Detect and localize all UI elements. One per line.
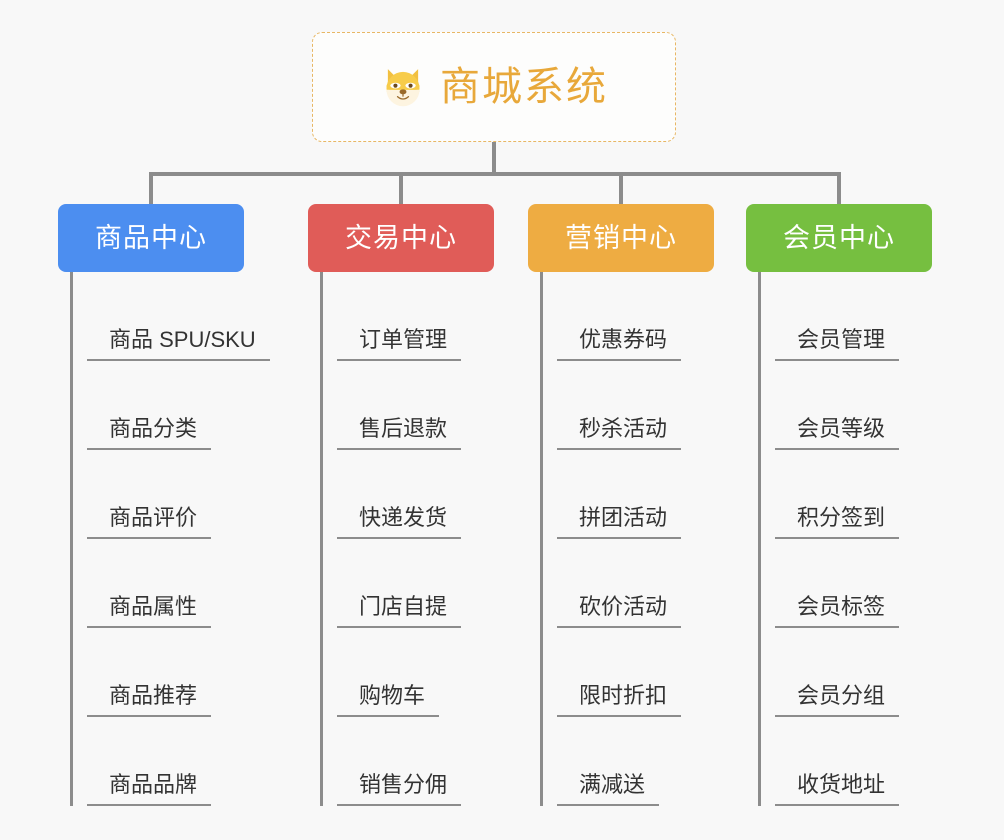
leaf-list-1: 订单管理 售后退款 快递发货 门店自提 购物车 销售分佣 bbox=[320, 272, 462, 806]
leaf-label: 门店自提 bbox=[359, 593, 448, 619]
leaf-item[interactable]: 售后退款 bbox=[337, 361, 462, 450]
leaf-label: 快递发货 bbox=[359, 504, 448, 530]
leaf-label: 秒杀活动 bbox=[579, 415, 668, 441]
leaf-item[interactable]: 优惠券码 bbox=[557, 272, 682, 361]
leaf-label: 会员管理 bbox=[797, 326, 886, 352]
leaf-item[interactable]: 商品属性 bbox=[87, 539, 270, 628]
connector-horizontal-bus bbox=[149, 172, 839, 176]
leaf-item[interactable]: 销售分佣 bbox=[337, 717, 462, 806]
leaf-item[interactable]: 会员等级 bbox=[775, 361, 900, 450]
category-box-3[interactable]: 会员中心 bbox=[746, 204, 932, 272]
leaf-item[interactable]: 收货地址 bbox=[775, 717, 900, 806]
leaf-item[interactable]: 商品推荐 bbox=[87, 628, 270, 717]
leaf-item[interactable]: 秒杀活动 bbox=[557, 361, 682, 450]
leaf-item[interactable]: 商品分类 bbox=[87, 361, 270, 450]
leaf-item[interactable]: 快递发货 bbox=[337, 450, 462, 539]
leaf-item[interactable]: 购物车 bbox=[337, 628, 461, 717]
root-node[interactable]: 商城系统 bbox=[312, 32, 676, 142]
leaf-label: 会员分组 bbox=[797, 682, 886, 708]
branch-column-1: 交易中心 bbox=[308, 204, 494, 272]
dog-face-icon bbox=[380, 65, 426, 109]
category-label-2: 营销中心 bbox=[565, 222, 677, 253]
leaf-label: 拼团活动 bbox=[579, 504, 668, 530]
leaf-item[interactable]: 商品评价 bbox=[87, 450, 270, 539]
category-label-1: 交易中心 bbox=[345, 222, 457, 253]
leaf-item[interactable]: 满减送 bbox=[557, 717, 681, 806]
category-box-1[interactable]: 交易中心 bbox=[308, 204, 494, 272]
leaf-list-3: 会员管理 会员等级 积分签到 会员标签 会员分组 收货地址 bbox=[758, 272, 900, 806]
leaf-label: 售后退款 bbox=[359, 415, 448, 441]
leaf-label: 满减送 bbox=[579, 771, 646, 797]
connector-root-stem bbox=[492, 142, 496, 174]
leaf-label: 商品评价 bbox=[109, 504, 198, 530]
leaf-label: 砍价活动 bbox=[579, 593, 668, 619]
leaf-label: 商品分类 bbox=[109, 415, 198, 441]
category-box-0[interactable]: 商品中心 bbox=[58, 204, 244, 272]
leaf-label: 会员等级 bbox=[797, 415, 886, 441]
connector-drop-0 bbox=[149, 172, 153, 206]
leaf-label: 优惠券码 bbox=[579, 326, 668, 352]
leaf-item[interactable]: 会员分组 bbox=[775, 628, 900, 717]
leaf-label: 限时折扣 bbox=[579, 682, 668, 708]
leaf-list-0: 商品 SPU/SKU 商品分类 商品评价 商品属性 商品推荐 商品品牌 bbox=[70, 272, 270, 806]
category-label-3: 会员中心 bbox=[783, 222, 895, 253]
leaf-label: 商品品牌 bbox=[109, 771, 198, 797]
branch-column-2: 营销中心 bbox=[528, 204, 714, 272]
leaf-label: 商品推荐 bbox=[109, 682, 198, 708]
leaf-label: 收货地址 bbox=[797, 771, 886, 797]
leaf-label: 销售分佣 bbox=[359, 771, 448, 797]
leaf-item[interactable]: 商品品牌 bbox=[87, 717, 270, 806]
connector-drop-1 bbox=[399, 172, 403, 206]
leaf-item[interactable]: 砍价活动 bbox=[557, 539, 682, 628]
leaf-label: 商品属性 bbox=[109, 593, 198, 619]
leaf-item[interactable]: 订单管理 bbox=[337, 272, 462, 361]
leaf-list-2: 优惠券码 秒杀活动 拼团活动 砍价活动 限时折扣 满减送 bbox=[540, 272, 682, 806]
leaf-item[interactable]: 会员标签 bbox=[775, 539, 900, 628]
leaf-item[interactable]: 拼团活动 bbox=[557, 450, 682, 539]
leaf-item[interactable]: 积分签到 bbox=[775, 450, 900, 539]
branch-column-3: 会员中心 bbox=[746, 204, 932, 272]
root-title: 商城系统 bbox=[440, 65, 608, 109]
branch-column-0: 商品中心 bbox=[58, 204, 244, 272]
leaf-label: 会员标签 bbox=[797, 593, 886, 619]
leaf-label: 积分签到 bbox=[797, 504, 886, 530]
category-label-0: 商品中心 bbox=[95, 222, 207, 253]
connector-drop-2 bbox=[619, 172, 623, 206]
category-box-2[interactable]: 营销中心 bbox=[528, 204, 714, 272]
leaf-item[interactable]: 限时折扣 bbox=[557, 628, 682, 717]
connector-drop-3 bbox=[837, 172, 841, 206]
leaf-item[interactable]: 门店自提 bbox=[337, 539, 462, 628]
leaf-label: 商品 SPU/SKU bbox=[109, 326, 256, 352]
leaf-item[interactable]: 会员管理 bbox=[775, 272, 900, 361]
leaf-label: 购物车 bbox=[359, 682, 426, 708]
leaf-label: 订单管理 bbox=[359, 326, 448, 352]
leaf-item[interactable]: 商品 SPU/SKU bbox=[87, 272, 270, 361]
